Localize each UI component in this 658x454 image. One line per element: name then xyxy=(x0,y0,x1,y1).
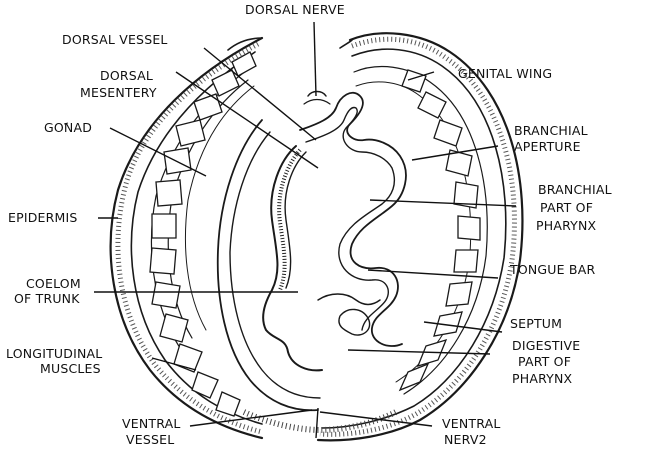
leader-tongue-bar xyxy=(368,270,498,278)
leader-dorsal-mesentery xyxy=(176,72,318,168)
label-digestive-line2: PART OF xyxy=(518,354,571,369)
label-ventral-nerve-line1: VENTRAL xyxy=(442,416,501,431)
ventral-base-texture xyxy=(244,412,396,430)
label-ventral-vessel-line1: VENTRAL xyxy=(122,416,181,431)
label-epidermis: EPIDERMIS xyxy=(8,210,78,225)
label-branchial-part-line2: PART OF xyxy=(540,200,593,215)
label-dorsal-vessel: DORSAL VESSEL xyxy=(62,32,168,47)
label-coelom-line1: COELOM xyxy=(26,276,81,291)
label-dorsal-mesentery-line2: MESENTERY xyxy=(80,85,157,100)
ventral-midline xyxy=(316,408,318,438)
label-longitudinal-line1: LONGITUDINAL xyxy=(6,346,102,361)
label-coelom-line2: OF TRUNK xyxy=(14,291,80,306)
leader-dorsal-nerve xyxy=(314,22,316,96)
label-dorsal-mesentery-line1: DORSAL xyxy=(100,68,153,83)
label-branchial-aperture-line1: BRANCHIAL xyxy=(514,123,588,138)
leader-ventral-nerve xyxy=(320,412,432,426)
label-genital-wing: GENITAL WING xyxy=(458,66,552,81)
atrium-outline xyxy=(218,120,320,410)
label-digestive-line3: PHARYNX xyxy=(512,371,573,386)
label-ventral-vessel-line2: VESSEL xyxy=(126,432,174,447)
labels: DORSAL NERVE DORSAL VESSEL DORSAL MESENT… xyxy=(6,2,612,447)
left-epidermis-texture xyxy=(118,44,262,432)
label-branchial-aperture-line2: APERTURE xyxy=(514,139,581,154)
label-branchial-part-line1: BRANCHIAL xyxy=(538,182,612,197)
right-muscle-blocks xyxy=(400,70,480,390)
label-longitudinal-line2: MUSCLES xyxy=(40,361,101,376)
label-branchial-part-line3: PHARYNX xyxy=(536,218,597,233)
label-tongue-bar: TONGUE BAR xyxy=(509,262,595,277)
pharynx xyxy=(263,92,406,371)
label-septum: SEPTUM xyxy=(510,316,562,331)
label-ventral-nerve-line2: NERV2 xyxy=(444,432,487,447)
label-digestive-line1: DIGESTIVE xyxy=(512,338,580,353)
label-gonad: GONAD xyxy=(44,120,92,135)
label-dorsal-nerve: DORSAL NERVE xyxy=(245,2,345,17)
